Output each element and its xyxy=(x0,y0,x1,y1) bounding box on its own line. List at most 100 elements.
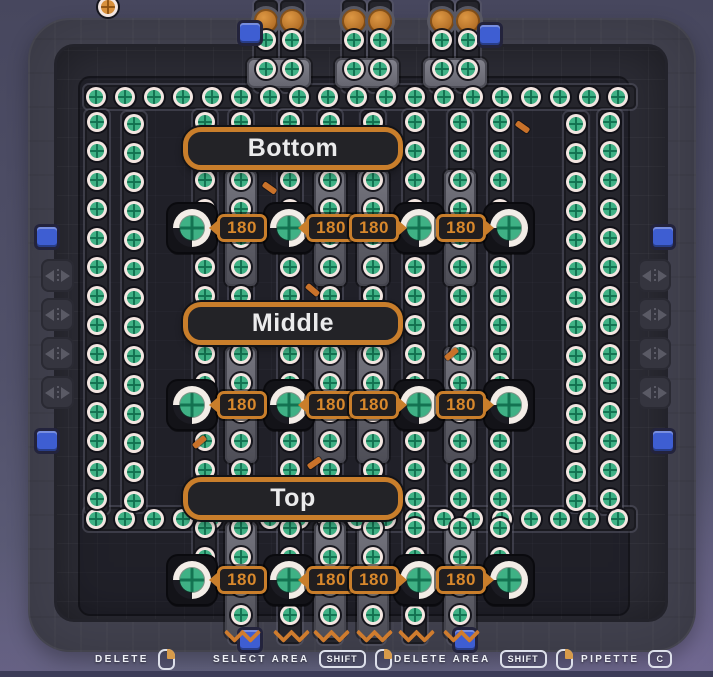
belt-item-shape xyxy=(458,59,478,79)
rotator-building[interactable] xyxy=(395,204,443,252)
platform-connector xyxy=(240,630,260,650)
belt-item-shape xyxy=(608,87,628,107)
belt-item-shape xyxy=(260,87,280,107)
belt-item-shape xyxy=(405,257,425,277)
belt-item-shape xyxy=(280,286,300,306)
belt-item-shape xyxy=(363,605,383,625)
edge-slot[interactable] xyxy=(41,376,74,409)
belt-item-shape xyxy=(370,59,390,79)
belt-item-shape xyxy=(124,491,144,511)
belt-item-shape xyxy=(282,59,302,79)
belt-item-shape xyxy=(566,288,586,308)
belt-item-shape xyxy=(124,143,144,163)
belt-item-shape xyxy=(124,404,144,424)
belt-item-shape xyxy=(124,462,144,482)
belt-item-shape xyxy=(231,344,251,364)
rotator-building[interactable] xyxy=(168,381,216,429)
belt-item-shape xyxy=(550,509,570,529)
hint-pipette: PIPETTE C xyxy=(581,646,672,672)
belt-item-shape xyxy=(86,87,106,107)
belt-item-shape xyxy=(363,170,383,190)
rotation-180-badge: 180 xyxy=(436,391,486,419)
rotator-building[interactable] xyxy=(265,556,313,604)
section-label[interactable]: Bottom xyxy=(183,127,403,170)
belt-item-shape xyxy=(490,286,510,306)
rotator-building[interactable] xyxy=(168,204,216,252)
edge-slot[interactable] xyxy=(41,259,74,292)
belt-item-shape xyxy=(87,141,107,161)
hint-delete-area: DELETE AREA SHIFT xyxy=(394,646,573,672)
belt-item-shape xyxy=(347,87,367,107)
belt-item-shape xyxy=(144,87,164,107)
belt-item-shape xyxy=(87,112,107,132)
belt-item-shape xyxy=(405,431,425,451)
belt-item-shape xyxy=(202,87,222,107)
belt-item-shape xyxy=(405,460,425,480)
belt-item-shape xyxy=(450,460,470,480)
belt-item-shape xyxy=(124,259,144,279)
belt-item-shape xyxy=(405,170,425,190)
belt-item-shape xyxy=(450,170,470,190)
belt-item-shape xyxy=(115,509,135,529)
rotator-building[interactable] xyxy=(168,556,216,604)
belt-item-shape xyxy=(490,141,510,161)
platform-connector xyxy=(480,25,500,45)
hint-delete: DELETE xyxy=(95,646,175,672)
belt-item-shape xyxy=(490,518,510,538)
platform-connector xyxy=(653,227,673,247)
belt-item-shape xyxy=(344,59,364,79)
edge-slot[interactable] xyxy=(41,337,74,370)
belt-item-shape xyxy=(87,460,107,480)
belt-item-shape xyxy=(320,518,340,538)
belt-item-shape xyxy=(320,286,340,306)
slot-arrows-icon xyxy=(56,385,59,400)
belt-item-shape xyxy=(600,402,620,422)
belt-item-shape xyxy=(434,509,454,529)
belt-item-shape xyxy=(320,170,340,190)
belt-item-shape xyxy=(405,141,425,161)
belt-item-shape xyxy=(600,257,620,277)
rotator-building[interactable] xyxy=(485,204,533,252)
belt-item-shape xyxy=(566,172,586,192)
rotation-180-badge: 180 xyxy=(349,214,399,242)
belt-item-shape xyxy=(450,373,470,393)
belt-item-shape xyxy=(87,228,107,248)
belt-item-shape xyxy=(600,460,620,480)
edge-slot[interactable] xyxy=(638,298,671,331)
rotator-building[interactable] xyxy=(265,204,313,252)
belt-item-shape xyxy=(320,373,340,393)
edge-slot[interactable] xyxy=(638,259,671,292)
belt-item-shape xyxy=(231,170,251,190)
belt-item-shape xyxy=(490,257,510,277)
rotator-building[interactable] xyxy=(485,556,533,604)
belt-item-shape xyxy=(280,170,300,190)
rotation-180-badge: 180 xyxy=(217,566,267,594)
belt-item-shape xyxy=(566,491,586,511)
belt-item-shape xyxy=(566,317,586,337)
belt-item-shape xyxy=(600,141,620,161)
belt-item-shape xyxy=(450,141,470,161)
keybind-toolbar: DELETE SELECT AREA SHIFT DELETE AREA SHI… xyxy=(0,646,713,672)
belt-item-shape xyxy=(256,30,276,50)
belt-item-shape xyxy=(344,30,364,50)
belt-item-shape xyxy=(521,509,541,529)
belt-item-shape xyxy=(320,344,340,364)
belt-item-shape xyxy=(280,605,300,625)
belt-item-shape xyxy=(492,87,512,107)
rotator-building[interactable] xyxy=(265,381,313,429)
section-label[interactable]: Top xyxy=(183,477,403,520)
belt-item-shape xyxy=(490,170,510,190)
edge-slot[interactable] xyxy=(638,337,671,370)
belt-item-shape xyxy=(195,286,215,306)
section-label[interactable]: Middle xyxy=(183,302,403,345)
belt-item-shape xyxy=(363,431,383,451)
belt-item-shape xyxy=(289,87,309,107)
belt-item-shape xyxy=(566,259,586,279)
edge-slot[interactable] xyxy=(41,298,74,331)
belt-item-shape xyxy=(363,547,383,567)
edge-slot[interactable] xyxy=(638,376,671,409)
belt-item-shape xyxy=(320,431,340,451)
belt-item-shape xyxy=(600,199,620,219)
hint-select-area: SELECT AREA SHIFT xyxy=(213,646,392,672)
